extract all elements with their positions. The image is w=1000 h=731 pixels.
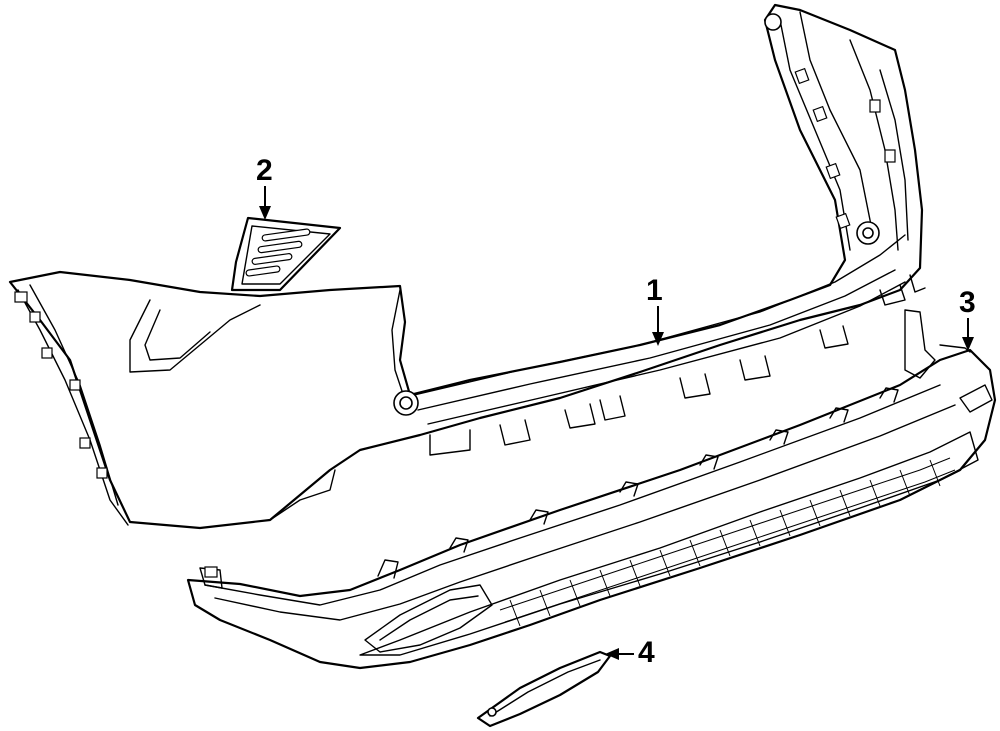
diffuser-fins (499, 457, 956, 627)
callout-label-1: 1 (646, 274, 663, 307)
arrow-down-icon (962, 337, 974, 351)
callout-4: 4 (605, 636, 655, 669)
trim-molding (476, 650, 612, 728)
arrow-down-icon (652, 332, 664, 346)
arrow-left-icon (605, 648, 619, 660)
callout-2: 2 (256, 154, 273, 220)
arrow-down-icon (259, 206, 271, 220)
callout-label-4: 4 (638, 636, 655, 669)
callout-3: 3 (959, 286, 976, 351)
reflector-bracket (230, 216, 342, 292)
callout-label-3: 3 (959, 286, 976, 319)
callout-label-2: 2 (256, 154, 273, 187)
bumper-cover (8, 3, 926, 530)
callout-1: 1 (646, 274, 664, 346)
lower-valance (186, 309, 997, 670)
